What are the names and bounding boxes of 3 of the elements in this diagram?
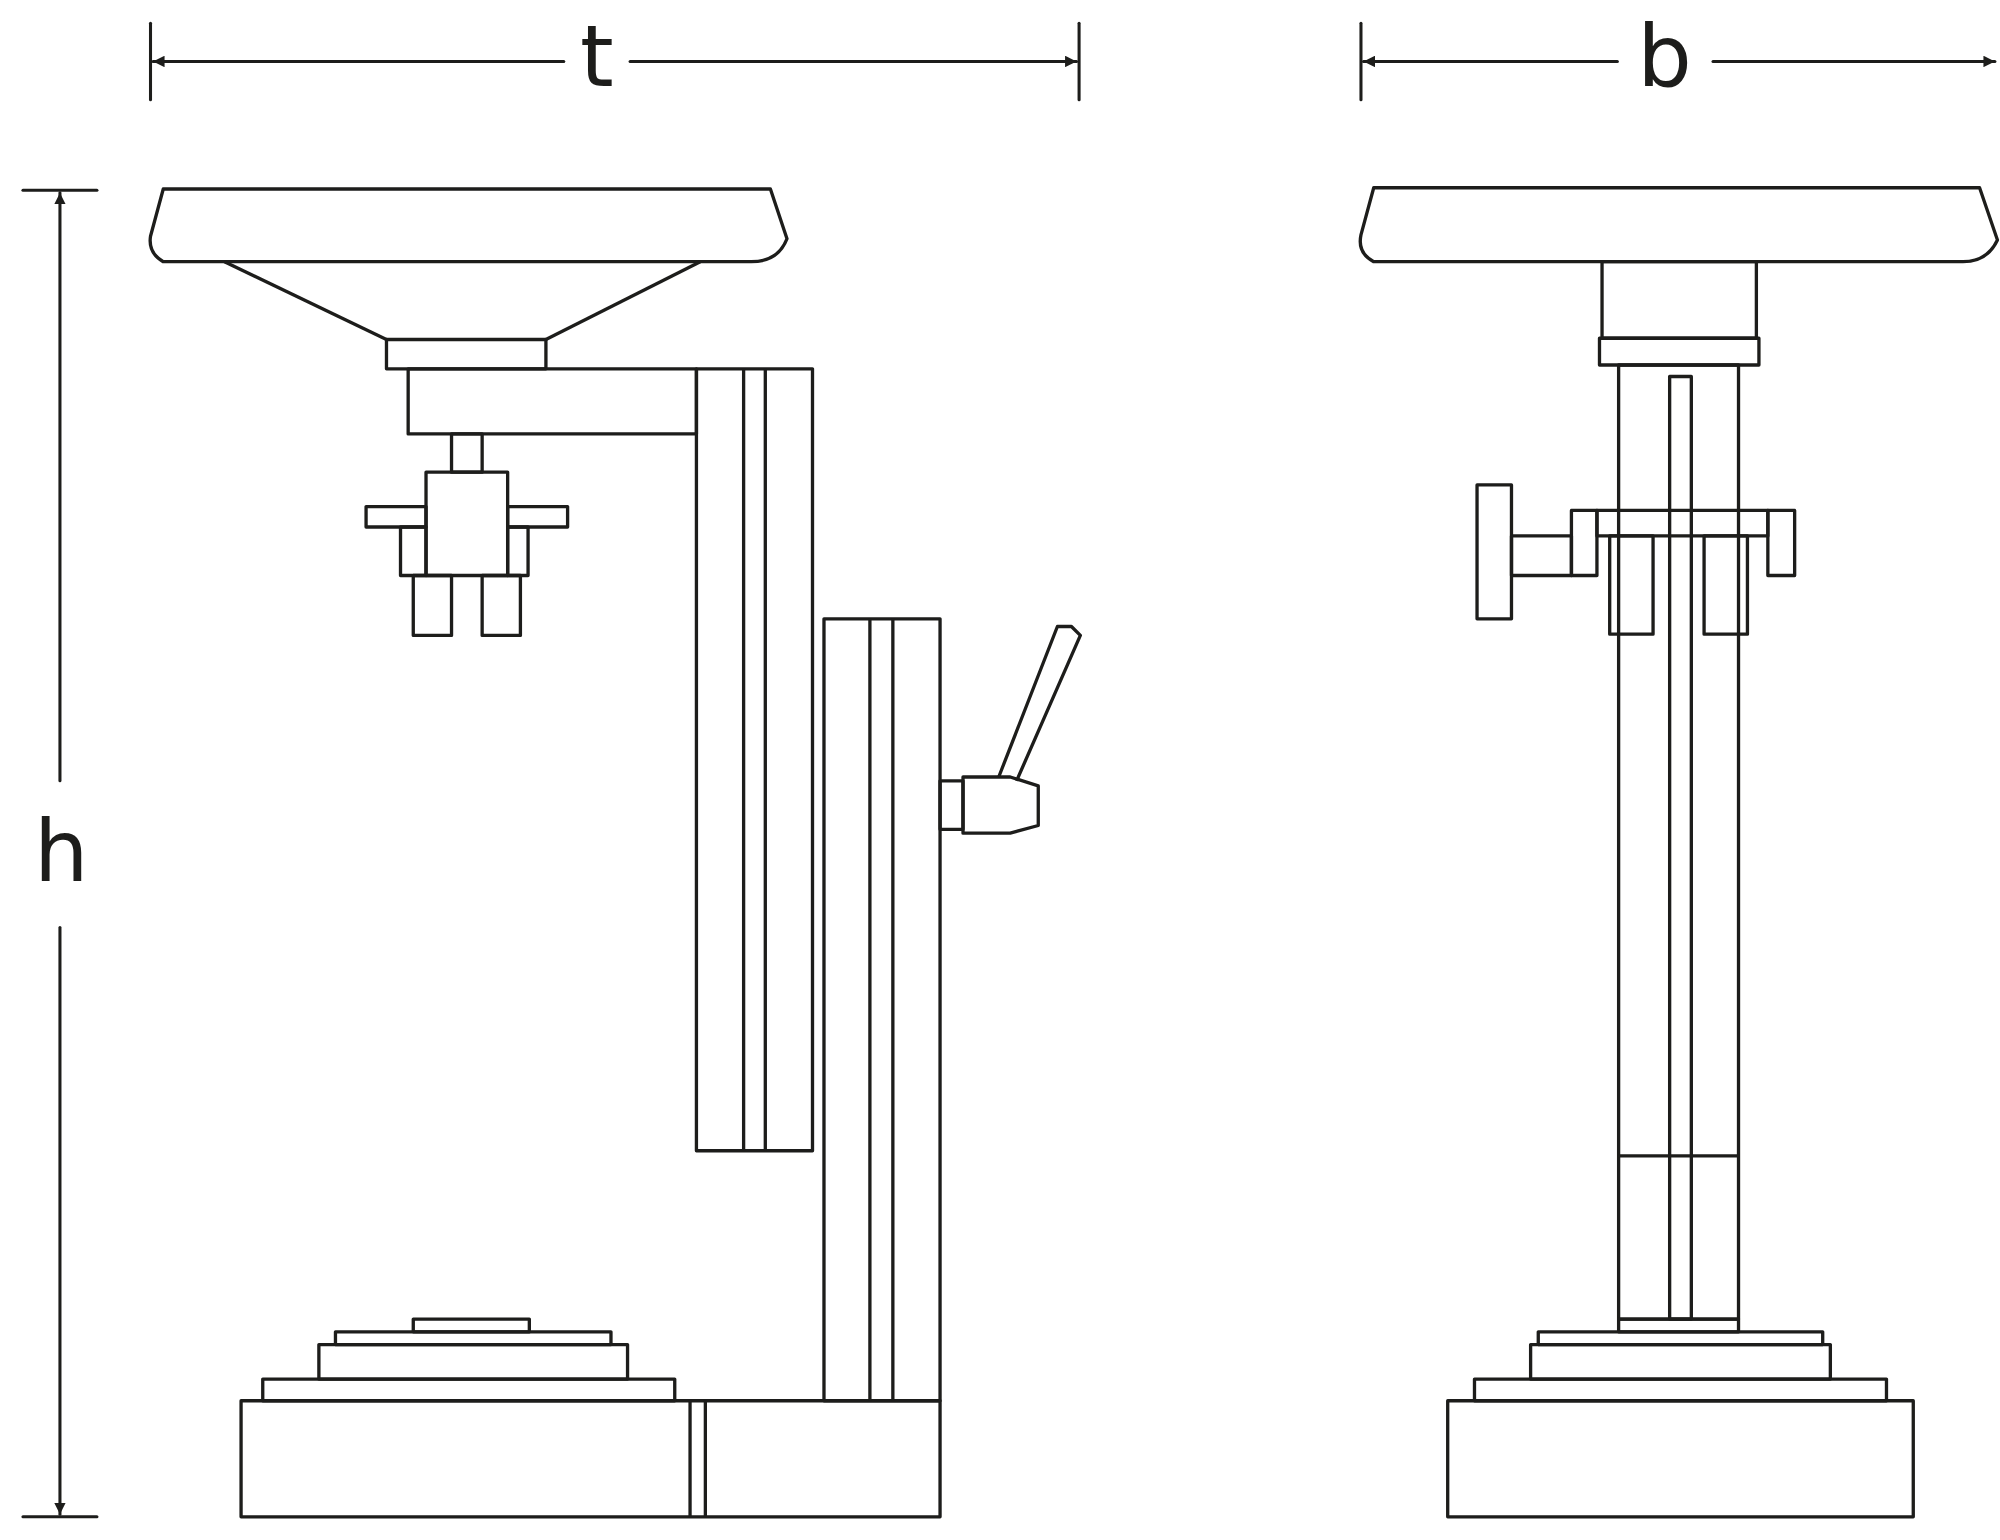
dimension-label: h <box>33 807 89 894</box>
dimension-label: b <box>1637 13 1692 100</box>
dimension-label: t <box>580 13 614 100</box>
